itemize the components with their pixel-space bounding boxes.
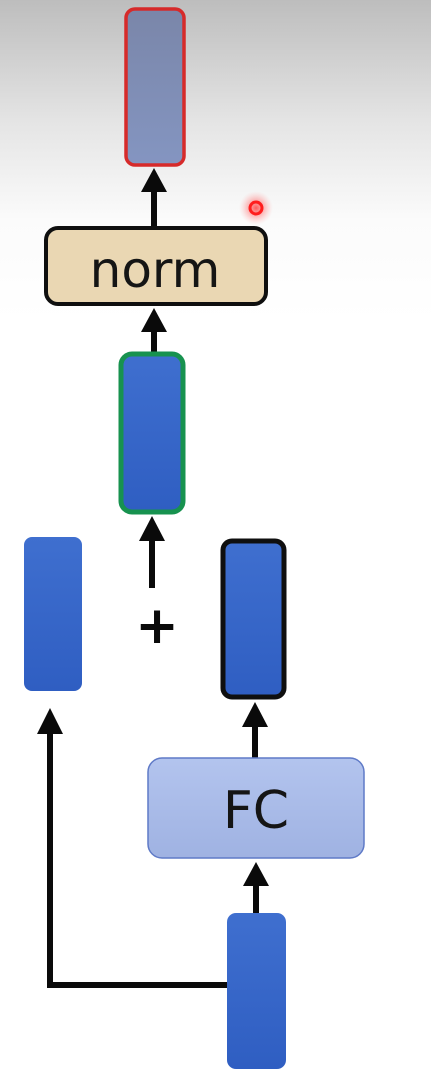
arrow-plus-to-sum [139,516,165,588]
laser-pointer-dot [248,200,264,216]
arrow-input-to-fc [243,862,269,913]
arrow-norm-to-output [141,168,167,227]
output-vector [124,7,186,167]
laser-pointer-halo [239,191,273,225]
input-vector [227,913,286,1069]
residual-input-vector [24,537,82,691]
skip-connection-arrow [37,708,228,988]
arrow-fc-to-ffn-output [242,702,268,758]
norm-label: norm [90,241,221,299]
norm-block [44,226,268,306]
plus-sign: + [135,596,179,656]
residual-sum-vector [118,351,186,515]
fc-block [147,757,365,859]
ffn-output-vector [220,538,287,700]
arrow-sum-to-norm [141,308,167,352]
fc-label: FC [223,781,289,841]
